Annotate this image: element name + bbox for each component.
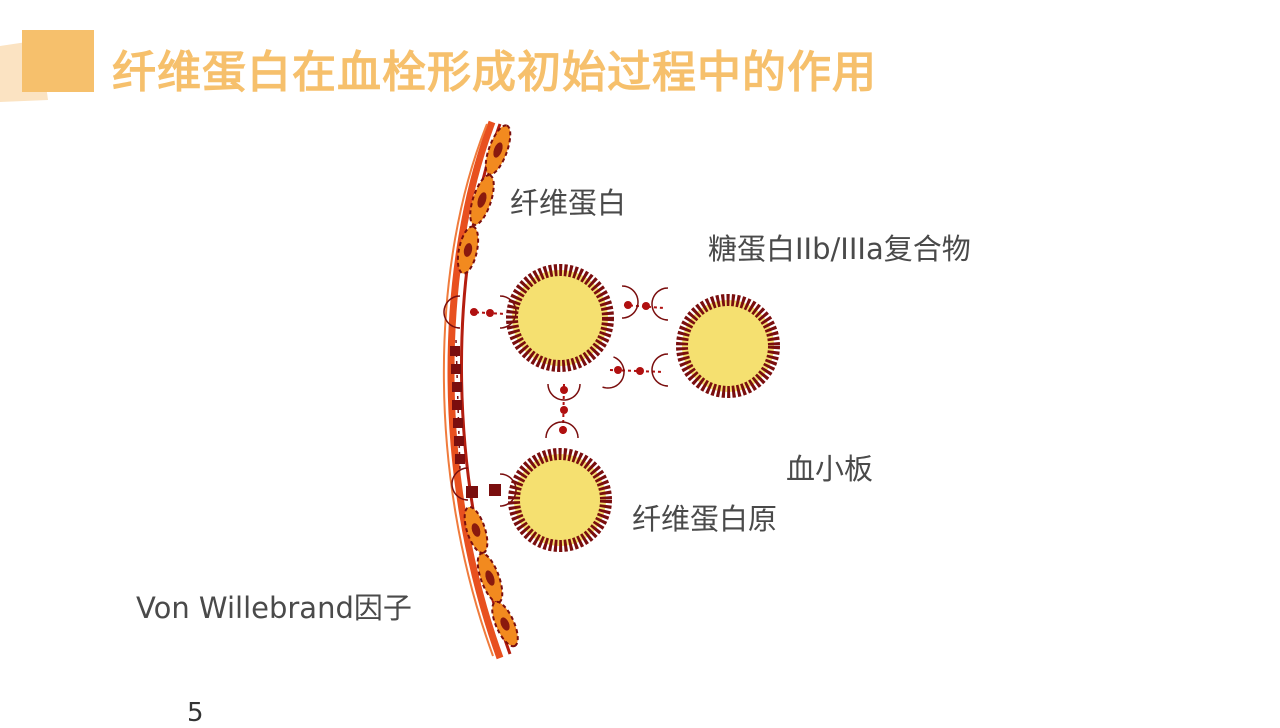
label-fibrin: 纤维蛋白 xyxy=(510,186,627,220)
label-gp-complex: 糖蛋白IIb/IIIa复合物 xyxy=(708,232,971,266)
gp-receptors xyxy=(443,285,669,507)
fibrinogen-links xyxy=(469,301,665,435)
label-fibrinogen: 纤维蛋白原 xyxy=(632,502,778,536)
page-number: 5 xyxy=(187,698,204,728)
label-vwf: Von Willebrand因子 xyxy=(136,591,412,625)
vwf-chain xyxy=(450,339,501,498)
platelet-3 xyxy=(508,448,612,552)
platelet-1 xyxy=(506,264,614,372)
slide-title: 纤维蛋白在血栓形成初始过程中的作用 xyxy=(112,47,877,98)
endothelial-cells xyxy=(456,124,519,648)
title-decoration xyxy=(0,30,94,102)
label-platelet: 血小板 xyxy=(786,452,874,486)
platelet-2 xyxy=(676,294,780,398)
